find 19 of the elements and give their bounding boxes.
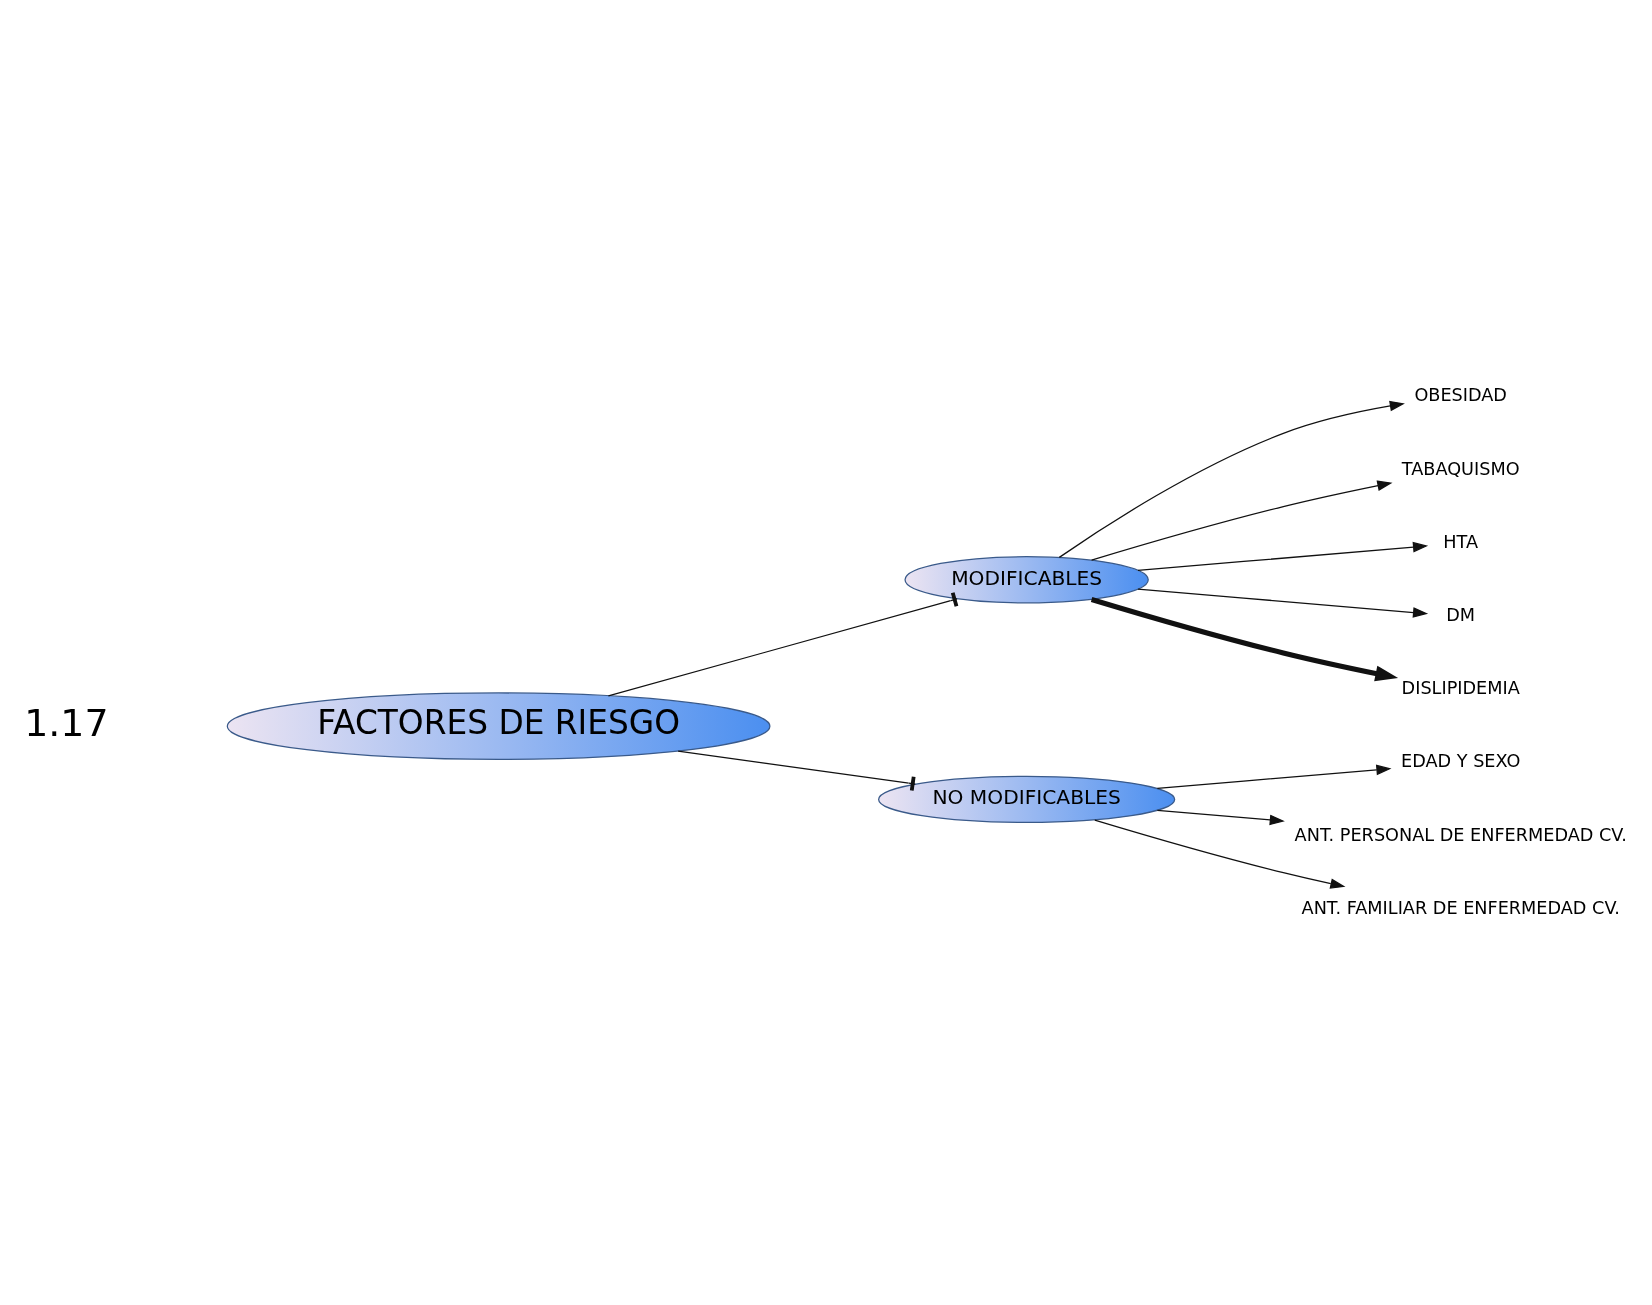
node-text: DM — [1446, 604, 1476, 625]
node-text: TABAQUISMO — [1401, 458, 1520, 479]
node-text: EDAD Y SEXO — [1401, 750, 1521, 771]
connector — [607, 591, 959, 697]
arrow — [1090, 479, 1393, 561]
label: 1.17 — [24, 700, 109, 745]
node-text: HTA — [1443, 531, 1479, 552]
arrow — [1094, 818, 1346, 889]
node-text: DISLIPIDEMIA — [1401, 677, 1520, 698]
arrow — [1058, 400, 1405, 558]
arrow — [1156, 809, 1285, 825]
node-text: ANT. PERSONAL DE ENFERMEDAD CV. — [1294, 824, 1627, 845]
arrow — [1090, 596, 1399, 681]
node-ellipse: FACTORES DE RIESGO — [226, 691, 771, 760]
node-text: ANT. FAMILIAR DE ENFERMEDAD CV. — [1301, 897, 1620, 918]
arrow — [1137, 541, 1429, 571]
node-text: OBESIDAD — [1414, 384, 1507, 405]
arrow — [1156, 764, 1392, 789]
arrow — [1137, 588, 1429, 618]
